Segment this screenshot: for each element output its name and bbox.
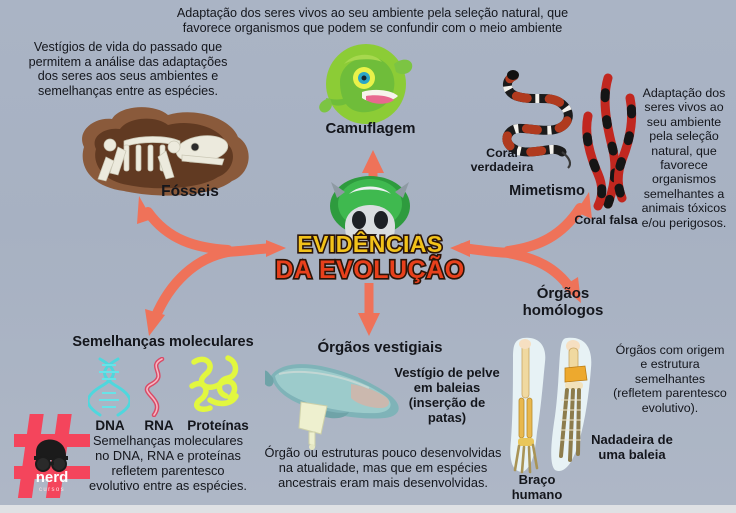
fossil-art	[62, 95, 262, 205]
molecule-label-dna: DNA	[95, 418, 125, 433]
dna-icon	[86, 357, 132, 417]
nerd-cursos-logo: nerd cursos	[14, 412, 90, 500]
arrow-to-orgaos-vestigiais	[358, 283, 380, 336]
mimetismo-label: Mimetismo	[509, 183, 585, 199]
arrow-left-split	[137, 196, 286, 336]
homologous-limbs-art	[505, 332, 605, 482]
nadadeira-baleia-label: Nadadeira de uma baleia	[591, 432, 673, 463]
vestigio-pelve-callout: Vestígio de pelve em baleias (inserção d…	[394, 365, 500, 426]
coral-snake-false-art	[572, 72, 652, 212]
logo-sub-text: cursos	[39, 487, 65, 493]
whale-vestigial-art	[261, 358, 415, 450]
fosseis-label: Fósseis	[161, 183, 219, 200]
molecule-label-proteinas: Proteínas	[187, 418, 249, 433]
molecule-label-rna: RNA	[144, 418, 174, 433]
mimetismo-description: Adaptação dos seres vivos ao seu ambient…	[641, 86, 727, 230]
fosseis-description: Vestígios de vida do passado que permite…	[28, 40, 228, 98]
coral-snake-true-art	[488, 66, 593, 176]
semelhancas-moleculares-label: Semelhanças moleculares	[72, 334, 254, 350]
chameleon-art	[310, 42, 428, 130]
title-line-2: DA EVOLUÇÃO	[275, 254, 464, 284]
orgaos-homologos-description: Órgãos com origem e estrutura semelhante…	[613, 343, 727, 415]
coral-verdadeira-label: Coral verdadeira	[470, 146, 534, 175]
camuflagem-label: Camuflagem	[325, 120, 416, 137]
proteins-icon	[186, 352, 244, 414]
dino-skull-icon	[330, 176, 410, 252]
orgaos-vestigiais-description: Órgão ou estruturas pouco desenvolvidas …	[264, 445, 502, 490]
logo-brand-text: nerd	[36, 469, 69, 486]
orgaos-vestigiais-label: Órgãos vestigiais	[317, 339, 443, 356]
bottom-strip	[0, 505, 736, 513]
center-title-emblem: EVIDÊNCIAS DA EVOLUÇÃO	[274, 168, 466, 286]
braco-humano-label: Braço humano	[511, 472, 563, 503]
title-line-1: EVIDÊNCIAS	[297, 230, 443, 257]
nerd-face-icon	[34, 439, 68, 472]
coral-falsa-label: Coral falsa	[574, 213, 638, 227]
semelhancas-moleculares-description: Semelhanças moleculares no DNA, RNA e pr…	[89, 433, 247, 493]
arrow-right-split	[450, 192, 592, 303]
rna-icon	[140, 356, 176, 418]
camuflagem-description: Adaptação dos seres vivos ao seu ambient…	[176, 6, 569, 35]
orgaos-homologos-label: Órgãos homólogos	[522, 285, 604, 320]
